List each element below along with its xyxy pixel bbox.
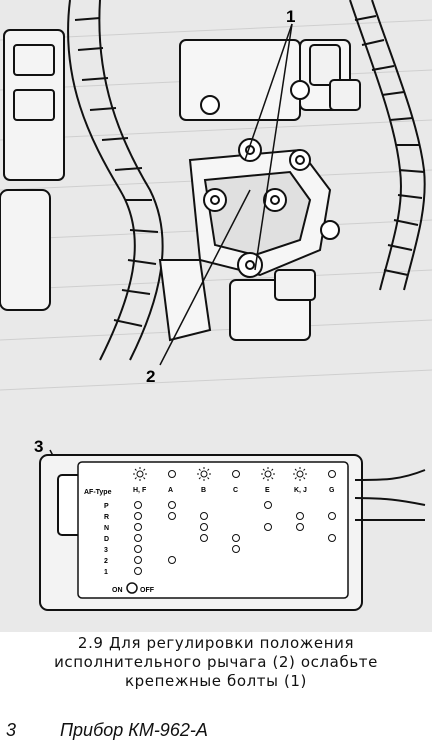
caption-line: крепежные болты (1) (124, 672, 308, 690)
hose-left (67, 0, 164, 361)
left-block (0, 29, 65, 311)
hose-right (349, 0, 426, 291)
caption-line: исполнительного рычага (2) ослабьте (54, 653, 378, 671)
device-panel (39, 454, 426, 611)
engine-drawing (0, 0, 432, 611)
figure-caption: 2.9 Для регулировки положения исполнител… (0, 634, 432, 691)
footer-title: Прибор КМ-962-А (60, 720, 208, 740)
connectors-top (274, 44, 361, 301)
page-number: 3 (6, 720, 17, 740)
caption-line: 2.9 Для регулировки положения (77, 634, 355, 652)
illustration-figure: 1 2 3 AF-Type H, F A B C E K, J G P R N … (0, 0, 432, 632)
page-footer: 3 Прибор КМ-962-А (6, 718, 426, 742)
